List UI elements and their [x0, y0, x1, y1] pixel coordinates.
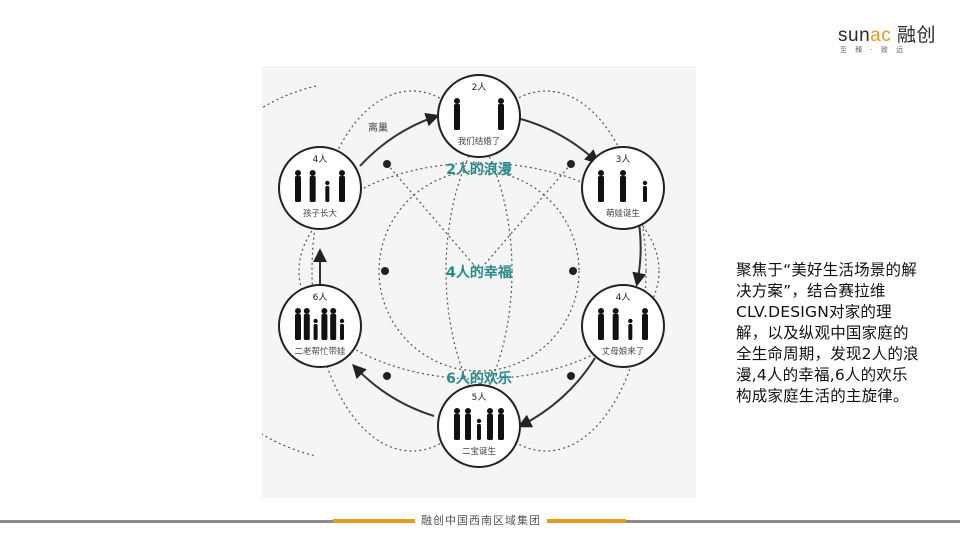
node-circle — [581, 284, 665, 368]
footer-accent-left — [333, 519, 425, 523]
footer-accent-right — [534, 519, 626, 523]
node-caption: 丈母娘来了 — [602, 346, 645, 357]
dot — [381, 267, 389, 275]
dot — [383, 372, 391, 380]
logo-cn: 融创 — [897, 25, 937, 46]
dot — [567, 372, 575, 380]
node-caption: 二老帮忙带娃 — [294, 346, 346, 357]
person-silhouette-icon — [498, 408, 504, 440]
person-silhouette-icon — [295, 170, 301, 202]
person-silhouette-icon — [598, 170, 604, 202]
logo-tagline: 至 臻 · 致 远 — [840, 46, 907, 54]
arc-1 — [516, 117, 600, 164]
node-caption: 二宝诞生 — [462, 446, 497, 457]
node-circle — [437, 74, 521, 158]
person-silhouette-icon — [330, 308, 337, 340]
person-silhouette-icon — [321, 308, 328, 340]
arc-3 — [517, 357, 596, 428]
node-count: 4人 — [313, 154, 328, 165]
center-label-joy: 6人的欢乐 — [446, 370, 512, 387]
person-silhouette-icon — [628, 318, 633, 340]
logo-wordmark: sunac 融创 — [838, 20, 936, 47]
junction-dots — [381, 160, 577, 380]
person-silhouette-icon — [642, 180, 648, 202]
arrow-label-leave-nest: 离巢 — [368, 121, 388, 134]
person-silhouette-icon — [313, 318, 318, 340]
person-silhouette-icon — [454, 408, 460, 440]
person-silhouette-icon — [498, 98, 504, 130]
person-silhouette-icon — [339, 170, 345, 202]
left-ellipse — [311, 90, 513, 452]
node-circle — [278, 284, 362, 368]
person-silhouette-icon — [487, 408, 493, 440]
person-silhouette-icon — [598, 308, 604, 340]
left-dotted-arc — [262, 85, 317, 457]
node-count: 4人 — [616, 292, 631, 303]
node-caption: 我们结婚了 — [458, 136, 501, 147]
footer-company-name: 融创中国西南区域集团 — [415, 512, 547, 528]
dot — [383, 160, 391, 168]
dotted-line-1 — [386, 163, 480, 272]
node-count: 6人 — [313, 292, 328, 303]
node-count: 3人 — [616, 154, 631, 165]
person-silhouette-icon — [295, 308, 301, 340]
person-silhouette-icon — [612, 308, 619, 340]
person-silhouette-icon — [309, 170, 316, 202]
logo-accent: ac — [870, 25, 892, 46]
inner-dotted-arcs — [262, 85, 660, 457]
node-caption: 萌娃诞生 — [606, 208, 641, 219]
logo-prefix: sun — [838, 25, 871, 46]
arc-6 — [359, 112, 440, 167]
person-silhouette-icon — [339, 318, 345, 340]
person-silhouette-icon — [465, 408, 471, 440]
person-silhouette-icon — [476, 418, 482, 440]
node-caption: 孩子长大 — [303, 208, 338, 219]
person-silhouette-icon — [620, 170, 626, 202]
dot — [569, 267, 577, 275]
center-label-happiness: 4人的幸福 — [446, 264, 512, 281]
inner-dotted-circle — [378, 170, 580, 372]
right-ellipse — [445, 90, 647, 452]
mid-ellipse — [298, 162, 660, 380]
description-paragraph: 聚焦于“美好生活场景的解决方案”，结合赛拉维CLV.DESIGN对家的理解，以及… — [736, 261, 919, 405]
person-silhouette-icon — [325, 180, 330, 202]
node-circle — [278, 146, 362, 230]
family-lifecycle-diagram: 离巢 2人的浪漫 4人的幸福 6人的欢乐 2人我们结婚了 3人萌娃诞生 4人丈母娘来… — [262, 66, 696, 498]
node-count: 2人 — [472, 82, 487, 93]
arc-4 — [352, 363, 435, 417]
person-silhouette-icon — [642, 308, 648, 340]
center-label-romance: 2人的浪漫 — [446, 161, 513, 178]
person-silhouette-icon — [303, 308, 310, 340]
dotted-line-2 — [478, 163, 572, 272]
sunac-logo: sunac 融创 至 臻 · 致 远 — [838, 18, 938, 58]
node-count: 5人 — [472, 392, 487, 403]
person-silhouette-icon — [454, 98, 460, 130]
dot — [567, 160, 575, 168]
